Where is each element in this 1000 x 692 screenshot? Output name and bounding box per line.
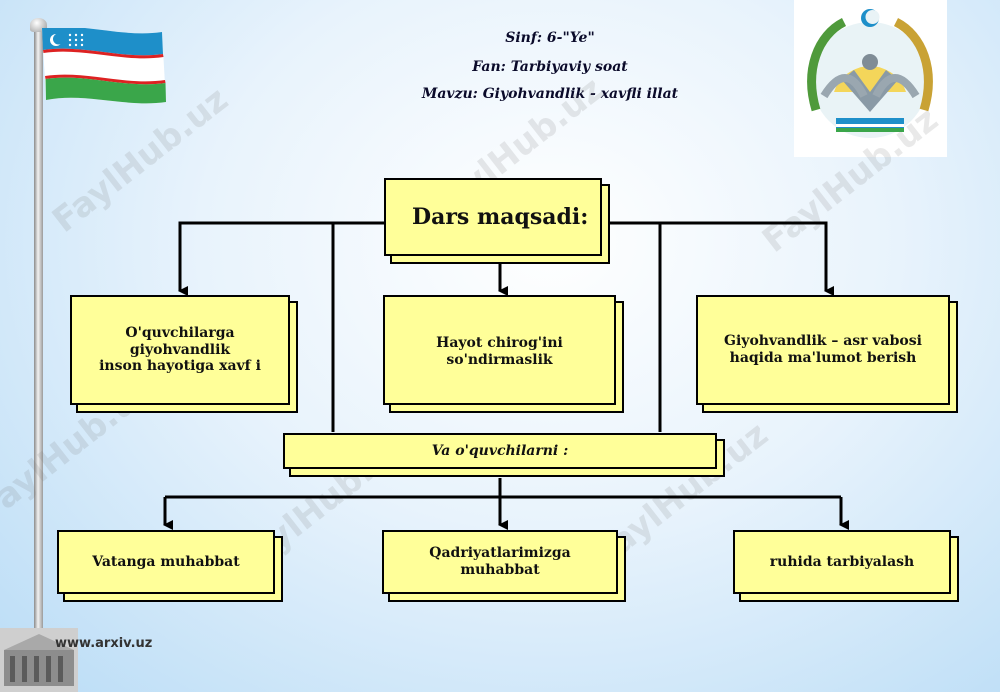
outcome-box-3: ruhida tarbiyalash <box>733 530 951 594</box>
outcome-box-2: Qadriyatlarimizga muhabbat <box>382 530 618 594</box>
outcome-label-1: Vatanga muhabbat <box>92 553 240 570</box>
goal-label-3: Giyohvandlik – asr vabosi haqida ma'lumo… <box>724 333 922 366</box>
emblem <box>794 0 947 157</box>
middle-box: Va o'quvchilarni : <box>283 433 717 469</box>
goal-label-2: Hayot chirog'ini so'ndirmaslik <box>436 335 563 368</box>
footer-site[interactable]: www.arxiv.uz <box>55 636 153 651</box>
topic-line: Mavzu: Giyohvandlik - xavfli illat <box>421 86 679 102</box>
root-label: Dars maqsadi: <box>412 203 589 230</box>
root-box: Dars maqsadi: <box>384 178 602 256</box>
outcome-box-1: Vatanga muhabbat <box>57 530 275 594</box>
emblem-icon <box>807 9 933 138</box>
building-thumbnail <box>0 628 78 692</box>
outcome-label-2: Qadriyatlarimizga muhabbat <box>429 545 571 578</box>
class-line: Sinf: 6-"Ye" <box>505 30 595 46</box>
subject-line: Fan: Tarbiyaviy soat <box>472 59 628 75</box>
goal-label-1: O'quvchilarga giyohvandlik inson hayotig… <box>99 324 261 375</box>
flag-icon <box>42 28 166 104</box>
goal-box-1: O'quvchilarga giyohvandlik inson hayotig… <box>70 295 290 405</box>
outcome-label-3: ruhida tarbiyalash <box>769 553 915 570</box>
flag-pole <box>34 28 43 668</box>
goal-box-2: Hayot chirog'ini so'ndirmaslik <box>383 295 616 405</box>
middle-label: Va o'quvchilarni : <box>431 442 569 459</box>
goal-box-3: Giyohvandlik – asr vabosi haqida ma'lumo… <box>696 295 950 405</box>
